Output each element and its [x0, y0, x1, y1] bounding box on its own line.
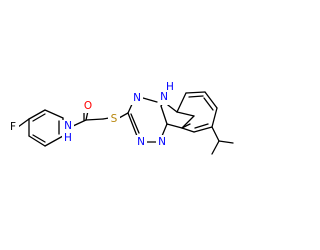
amide-hydrogen-label: H — [64, 132, 72, 144]
bond-line-4 — [44, 135, 64, 147]
bond-line-36 — [194, 123, 209, 129]
carbonyl-oxygen-label: O — [84, 100, 92, 112]
bond-line-7 — [32, 113, 46, 122]
amide-nitrogen-label: N — [64, 120, 72, 132]
bond-line-0 — [17, 118, 30, 128]
indole-nitrogen-label: N — [160, 91, 168, 103]
atom-labels: F N H O S N N N H N — [7, 81, 174, 149]
bond-line-25 — [166, 123, 183, 129]
bond-line-34 — [181, 127, 195, 133]
bond-line-39 — [218, 140, 234, 144]
bond-line-22 — [142, 97, 158, 103]
bond-line-13 — [85, 118, 104, 121]
bond-line-32 — [211, 107, 218, 128]
molecule-structure: F N H O S N N N H N — [7, 81, 234, 155]
bond-line-28 — [176, 111, 195, 117]
bond-line-15 — [118, 112, 129, 119]
indole-hydrogen-label: H — [166, 81, 174, 93]
bond-line-10 — [72, 119, 87, 127]
sulfur-atom-label: S — [111, 113, 118, 125]
bond-line-38 — [211, 126, 220, 142]
bond-line-30 — [185, 91, 206, 94]
bond-line-1 — [28, 109, 46, 120]
bond-line-18 — [130, 113, 140, 134]
triazine-nitrogen-2-label: N — [137, 136, 145, 148]
triazine-nitrogen-1-label: N — [158, 136, 166, 148]
bond-line-2 — [44, 109, 64, 119]
bond-line-21 — [160, 105, 168, 125]
bond-line-31 — [204, 91, 218, 109]
bond-line-33 — [193, 126, 213, 133]
bond-lines — [17, 91, 234, 155]
bond-line-35 — [188, 95, 204, 98]
bond-line-20 — [161, 123, 168, 137]
bond-line-40 — [211, 140, 220, 155]
bond-line-29 — [176, 92, 187, 113]
bond-line-27 — [181, 115, 195, 129]
triazine-nitrogen-4-label: N — [133, 92, 141, 104]
bond-line-5 — [28, 135, 46, 147]
fluorine-atom-label: F — [10, 121, 16, 133]
bond-line-17 — [127, 112, 138, 137]
bond-line-9 — [32, 134, 46, 143]
bond-line-37 — [203, 97, 214, 111]
